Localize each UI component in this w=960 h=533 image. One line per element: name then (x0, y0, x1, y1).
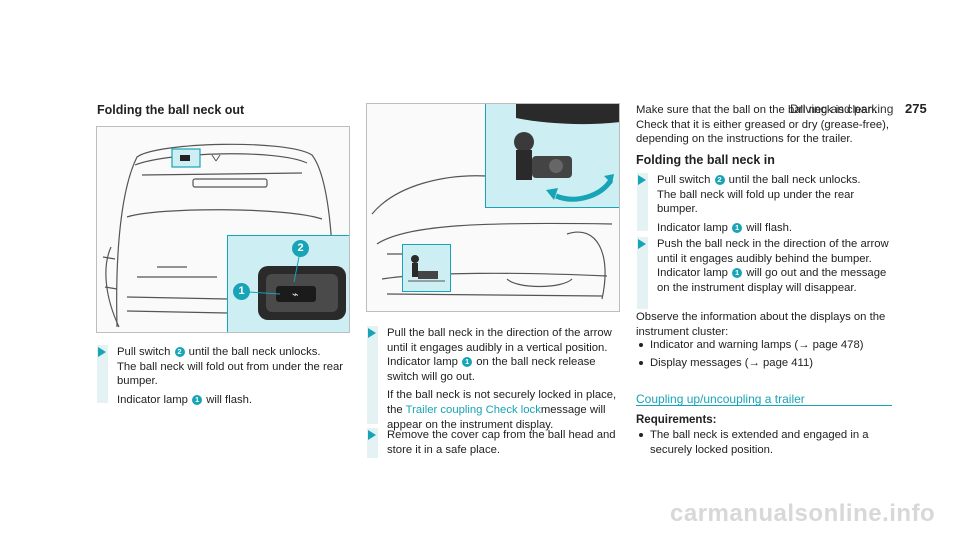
observe-paragraph: Observe the information about the displa… (636, 311, 886, 338)
inset-hitch-detail (402, 244, 451, 292)
text: message will appear on the instrument di… (387, 403, 606, 431)
figure-boot-switch: ⌁ 2 1 (96, 126, 350, 333)
text: Indicator lamp (657, 267, 728, 280)
callout-1: 1 (233, 283, 250, 300)
step-arrow-icon (98, 347, 106, 357)
reference-display-messages-link[interactable]: Display messages (→ page 411) (650, 356, 814, 369)
step-arrow-icon (638, 239, 646, 249)
badge-1-icon: 1 (192, 394, 203, 405)
text: will flash. (746, 221, 793, 234)
step-bar (97, 345, 108, 403)
step-pull-switch-in: Pull switch 2 until the ball neck unlock… (637, 173, 895, 234)
step-arrow-icon (368, 430, 376, 440)
trailer-coupling-message-link[interactable]: Trailer coupling Check lock (405, 403, 541, 416)
inset-ball-neck (485, 104, 619, 208)
reference-list: Indicator and warning lamps (→ page 478)… (636, 338, 898, 370)
text: The ball neck will fold up under the rea… (657, 188, 855, 216)
boot-illustration (102, 143, 345, 328)
badge-1-icon: 1 (732, 268, 743, 279)
step-remove-cover-cap: Remove the cover cap from the ball head … (367, 428, 622, 458)
step-pull-switch-out: Pull switch 2 until the ball neck unlock… (97, 345, 352, 406)
inset-switch-detail: ⌁ 2 1 (227, 235, 349, 332)
callout-2: 2 (292, 240, 309, 257)
svg-text:⌁: ⌁ (292, 288, 299, 301)
step-bar (637, 237, 648, 309)
text: Pull switch (117, 346, 171, 358)
badge-2-icon: 2 (714, 175, 725, 185)
text: Pull switch (657, 174, 711, 186)
step-arrow-icon (368, 328, 376, 338)
section-divider (636, 405, 892, 406)
text: Remove the cover cap from the ball head … (387, 429, 616, 456)
step-bar (367, 326, 378, 424)
requirements-label: Requirements: (636, 414, 717, 426)
reference-warning-lamps-link[interactable]: Indicator and warning lamps (→ page 478) (650, 339, 864, 351)
step-pull-ball-neck: Pull the ball neck in the direction of t… (367, 326, 622, 431)
requirements-list: The ball neck is extended and engaged in… (636, 428, 898, 457)
text: Indicator lamp (657, 221, 728, 234)
text: until the ball neck unlocks. (728, 174, 861, 186)
section-title-coupling: Coupling up/uncoupling a trailer (636, 392, 805, 406)
ball-neck-illustration (514, 104, 619, 202)
text: Indicator lamp (387, 356, 458, 369)
text: until the ball neck unlocks. (188, 346, 321, 358)
watermark: carmanualsonline.info (670, 500, 936, 527)
text: Pull the ball neck in the direction of t… (387, 327, 612, 354)
requirement-text: The ball neck is extended and engaged in… (650, 429, 869, 456)
rear-car-illustration (371, 153, 613, 300)
badge-1-icon: 1 (732, 222, 743, 233)
step-push-ball-neck: Push the ball neck in the direction of t… (637, 237, 895, 309)
step-bar (367, 428, 378, 458)
step-arrow-icon (638, 175, 646, 185)
badge-1-icon: 1 (462, 357, 473, 368)
heading-folding-in: Folding the ball neck in (636, 153, 775, 167)
heading-folding-out: Folding the ball neck out (97, 103, 245, 117)
text: The ball neck will fold out from under t… (117, 360, 344, 388)
text: will flash. (206, 393, 253, 406)
figure-rear-car (366, 103, 620, 312)
text: Indicator lamp (117, 393, 188, 406)
hitch-illustration (408, 255, 445, 282)
text: If the ball neck is not securely locked … (387, 389, 617, 416)
badge-2-icon: 2 (174, 347, 185, 357)
text: on the ball neck release switch will go … (387, 356, 596, 383)
step-bar (637, 173, 648, 231)
running-header: Driving and parking (790, 102, 894, 116)
text: Push the ball neck in the direction of t… (657, 238, 889, 265)
text: will go out and the message on the instr… (657, 267, 887, 294)
page-number: 275 (905, 101, 927, 116)
intro-paragraph: Make sure that the ball on the ball neck… (636, 104, 890, 146)
switch-illustration: ⌁ (247, 251, 346, 320)
